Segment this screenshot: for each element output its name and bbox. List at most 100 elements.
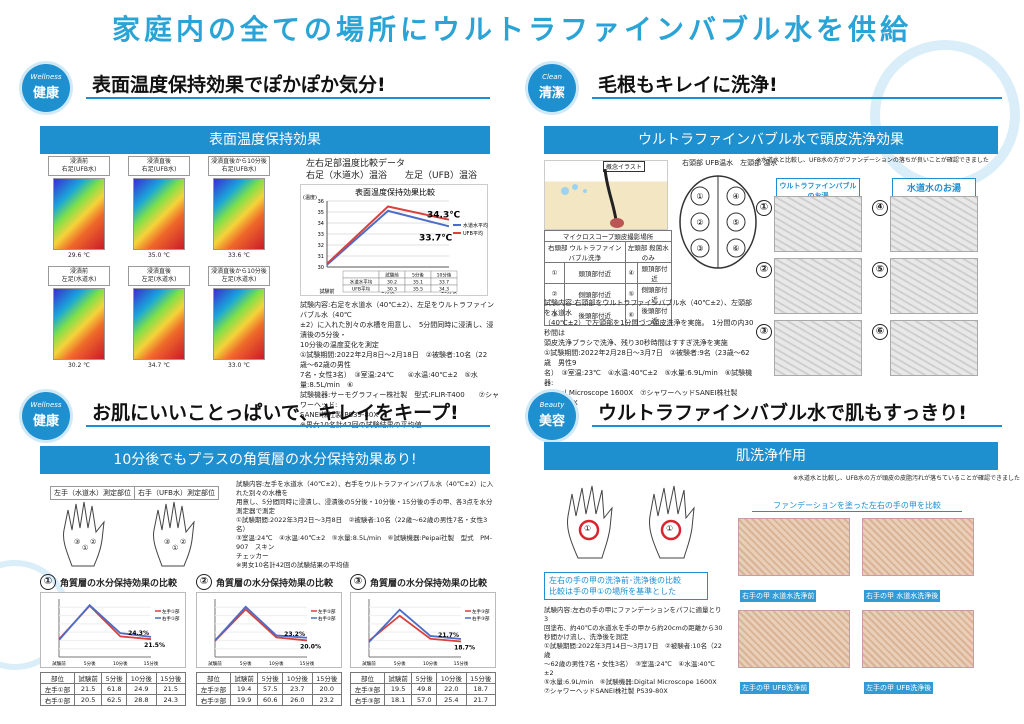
- table-header: 5分後: [257, 672, 284, 684]
- decorative-ring: [870, 40, 1020, 190]
- table-cell: ④: [624, 262, 638, 284]
- note-line: ①試験期間:2022年3月14日〜3月17日 ②被験者:10名（22歳: [544, 642, 722, 659]
- table-cell: 左手③部: [350, 683, 385, 695]
- skin-photo: [738, 518, 850, 576]
- note-top: ※水道水と比較し、UFB水の方がファンデーションの落ちが良いことが確認できました: [756, 157, 989, 164]
- annotation: 33.7℃: [419, 233, 452, 243]
- series-line: [214, 605, 308, 642]
- hand-marker-left: ①: [584, 524, 592, 533]
- table-cell-box: [342, 270, 380, 279]
- thermo-temperature: 30.2 ℃: [67, 362, 90, 369]
- temperature-chart: 表面温度保持効果比較(温度)30313233343536試験前5分後10分後水道…: [300, 184, 488, 296]
- micro-number: ②: [756, 262, 772, 278]
- head-zone-label: ①: [696, 192, 703, 201]
- legend-label: 左手③部: [472, 608, 490, 615]
- thermo-temperature: 29.6 ℃: [67, 252, 90, 259]
- x-tick-label: 試験前: [319, 288, 334, 295]
- callout: 20.0%: [300, 643, 321, 650]
- note-line: 回塗布、約40℃の水道水を手の甲から約20cmの距離から30: [544, 624, 723, 632]
- head-zone: [690, 186, 710, 206]
- table-header: 10分後: [282, 672, 313, 684]
- microscope-image-tap: [890, 258, 978, 314]
- series-line: [58, 603, 152, 641]
- svg-text:①: ①: [82, 544, 88, 552]
- section-heading: 毛根もキレイに洗浄!: [598, 74, 778, 96]
- note-line: 〜62歳の男性7名・女性3名） ③室温:24℃ ④水温:40℃±2: [544, 660, 715, 677]
- x-tick-label: 試験前: [208, 660, 222, 667]
- micro-number: ④: [872, 200, 888, 216]
- table-header: 15分後: [465, 672, 497, 684]
- microscope-location-table: マイクロスコープ頭皮撮影場所右頭部 ウルトラファインバブル洗浄左頭部 殺菌水のみ…: [543, 230, 673, 326]
- note-line: ⑤水量:6.9L/min ⑥試験機器:Digital Microscope 16…: [544, 678, 717, 686]
- thermography-image: [133, 288, 185, 360]
- table-cell: 57.5: [257, 683, 284, 695]
- table-cell: 62.5: [101, 694, 128, 706]
- x-tick-label: 10分後: [269, 660, 284, 667]
- x-tick-label: 15分後: [144, 660, 159, 667]
- table-header: 試験前: [73, 672, 103, 684]
- note-line: 秒間かけ流し、洗浄後を測定: [544, 633, 629, 641]
- table-cell: 右手③部: [350, 694, 385, 706]
- table-cell: 35.5: [413, 287, 423, 293]
- note-line: 10分後の温度変化を測定: [300, 341, 379, 349]
- head-zone: [726, 238, 746, 258]
- section-heading: 表面温度保持効果でぽかぽか気分!: [92, 74, 386, 96]
- note-line: ①試験期間:2022年3月2日〜3月8日 ②被験者:10名（22歳〜62歳の男性…: [236, 516, 488, 533]
- heading-underline: [86, 97, 490, 99]
- legend-label: 左手①部: [162, 608, 180, 615]
- table-cell: 26.0: [282, 694, 313, 706]
- table-cell: 試験前: [385, 272, 399, 279]
- note-line: （40℃±2）で左頭部を1分間づつ頭皮洗浄を実施。 1分間の内30秒間は: [544, 319, 754, 337]
- head-zone-label: ③: [696, 244, 703, 253]
- skin-photo-label: 右手の甲 水道水洗浄後: [864, 590, 941, 602]
- legend-label: UFB平均: [463, 230, 483, 237]
- table-header: 試験前: [229, 672, 259, 684]
- table-cell: UFB平均: [352, 286, 370, 293]
- table-cell: 61.8: [101, 683, 128, 695]
- legend-label: 右手①部: [162, 615, 180, 622]
- table-cell: 20.5: [73, 694, 103, 706]
- skin-photo-label: 右手の甲 水道水洗浄前: [740, 590, 817, 602]
- table-header: 5分後: [101, 672, 128, 684]
- table-header: 10分後: [436, 672, 467, 684]
- note-line: 試験機器:サーモグラフィー株社製 型式:FLIR-T400 ⑦シャワーヘッド:: [300, 391, 499, 409]
- table-cell: 後頭部付近: [636, 304, 673, 326]
- legend-label: 右手②部: [318, 615, 336, 622]
- note-line: 試験内容:左右の手の甲にファンデーションをパフに適量とり3: [544, 606, 722, 623]
- note-line: ①試験期間:2022年2月28日〜3月7日 ②被験者:9名（23歳〜62歳 男性…: [544, 349, 750, 367]
- table-cell: 右手②部: [196, 694, 231, 706]
- table-cell: 57.0: [411, 694, 438, 706]
- head-label: 右頭部 UFB温水 左頭部 温水: [682, 159, 778, 167]
- skin-photo: [862, 518, 974, 576]
- table-cell: 33.7: [439, 280, 449, 286]
- callout: 24.3%: [128, 630, 149, 637]
- note-line: ⑦シャワーヘッドSANEI株社製 PS39-80X: [544, 687, 668, 695]
- note-line: ±2）に入れた別々の水槽を用意し、 5分間同時に浸漬し、浸漬後の5分後・: [300, 321, 494, 339]
- x-tick-label: 15分後: [300, 660, 315, 667]
- table-header: 右頭部 ウルトラファインバブル洗浄: [544, 241, 626, 263]
- table-cell: 24.9: [126, 683, 157, 695]
- table-header: 試験前: [383, 672, 413, 684]
- clean-badge: Clean 清潔: [528, 64, 576, 112]
- mini-chart-title: 角質層の水分保持効果の比較: [60, 579, 178, 589]
- skin-photo: [738, 610, 850, 668]
- y-tick-label: 30: [318, 265, 324, 271]
- y-tick-label: 36: [318, 199, 324, 205]
- skin-photo-label: 左手の甲 UFB洗浄後: [864, 682, 934, 694]
- head-zone-label: ④: [732, 192, 739, 201]
- section-heading: ウルトラファインバブル水で肌もすっきり!: [598, 402, 967, 424]
- table-cell: 水道水平均: [350, 279, 373, 286]
- callout: 23.2%: [284, 631, 305, 638]
- x-tick-label: 試験前: [362, 660, 376, 667]
- chart-caption: 左右足部温度比較データ 右足（水道水）温浴 左足（UFB）温浴: [306, 159, 477, 181]
- callout: 21.5%: [144, 642, 165, 649]
- note-top: ※水道水と比較し、UFB水の方が頭皮の皮脂汚れが落ちていることが確認できました: [793, 475, 1020, 482]
